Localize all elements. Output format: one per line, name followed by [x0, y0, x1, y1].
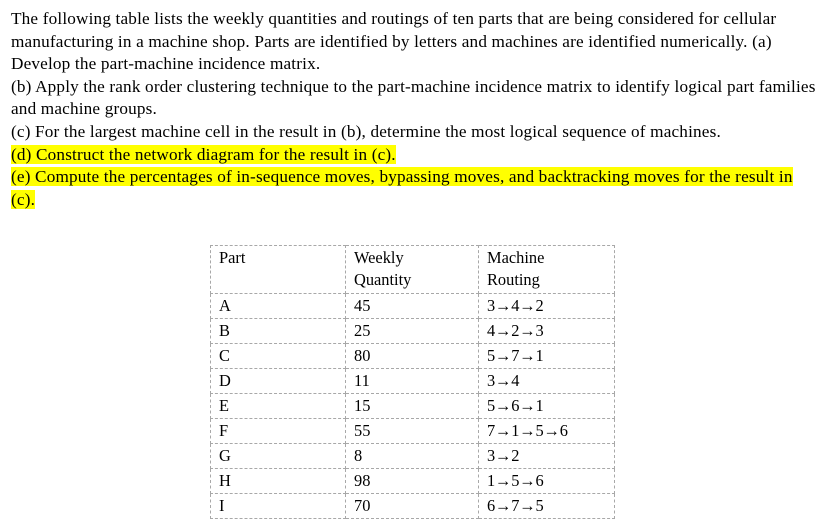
highlighted-text-e: (e) Compute the percentages of in-sequen… — [11, 167, 793, 209]
cell-machine-routing: 1→5→6 — [478, 468, 615, 494]
column-header-part: Part — [210, 245, 346, 294]
cell-weekly-quantity: 25 — [345, 318, 479, 344]
cell-part: A — [210, 293, 346, 319]
cell-weekly-quantity: 80 — [345, 343, 479, 369]
cell-part: D — [210, 368, 346, 394]
cell-machine-routing: 3→4→2 — [478, 293, 615, 319]
cell-machine-routing: 6→7→5 — [478, 493, 615, 519]
column-header-part-spacer — [219, 269, 345, 291]
cell-machine-routing: 4→2→3 — [478, 318, 615, 344]
table-header: Part Weekly Quantity Machine Routing — [210, 245, 615, 294]
cell-part: I — [210, 493, 346, 519]
cell-part: H — [210, 468, 346, 494]
cell-part: C — [210, 343, 346, 369]
column-header-routing-line2: Routing — [487, 269, 540, 289]
cell-machine-routing: 5→7→1 — [478, 343, 615, 369]
problem-paragraph-intro: The following table lists the weekly qua… — [11, 9, 777, 74]
document-page: The following table lists the weekly qua… — [11, 8, 821, 519]
problem-paragraph-b: (b) Apply the rank order clustering tech… — [11, 76, 816, 119]
problem-statement: The following table lists the weekly qua… — [11, 8, 821, 211]
column-header-quantity-line2: Quantity — [354, 269, 412, 289]
column-header-routing: Machine Routing — [478, 245, 615, 294]
cell-weekly-quantity: 45 — [345, 293, 479, 319]
cell-machine-routing: 3→2 — [478, 443, 615, 469]
cell-weekly-quantity: 8 — [345, 443, 479, 469]
problem-paragraph-c: (c) For the largest machine cell in the … — [11, 121, 721, 141]
cell-weekly-quantity: 70 — [345, 493, 479, 519]
problem-paragraph-e: (e) Compute the percentages of in-sequen… — [11, 166, 821, 211]
cell-part: G — [210, 443, 346, 469]
cell-weekly-quantity: 55 — [345, 418, 479, 444]
cell-part: E — [210, 393, 346, 419]
problem-paragraph-d: (d) Construct the network diagram for th… — [11, 144, 821, 167]
column-header-routing-line1: Machine — [487, 248, 545, 267]
highlighted-text-d: (d) Construct the network diagram for th… — [11, 144, 396, 164]
table-header-row: Part Weekly Quantity Machine Routing — [210, 245, 615, 294]
cell-machine-routing: 7→1→5→6 — [478, 418, 615, 444]
cell-machine-routing: 5→6→1 — [478, 393, 615, 419]
column-header-quantity: Weekly Quantity — [345, 245, 479, 294]
column-header-part-label: Part — [219, 248, 246, 267]
cell-part: F — [210, 418, 346, 444]
cell-machine-routing: 3→4 — [478, 368, 615, 394]
column-header-quantity-line1: Weekly — [354, 248, 404, 267]
cell-weekly-quantity: 98 — [345, 468, 479, 494]
cell-weekly-quantity: 15 — [345, 393, 479, 419]
cell-weekly-quantity: 11 — [345, 368, 479, 394]
cell-part: B — [210, 318, 346, 344]
